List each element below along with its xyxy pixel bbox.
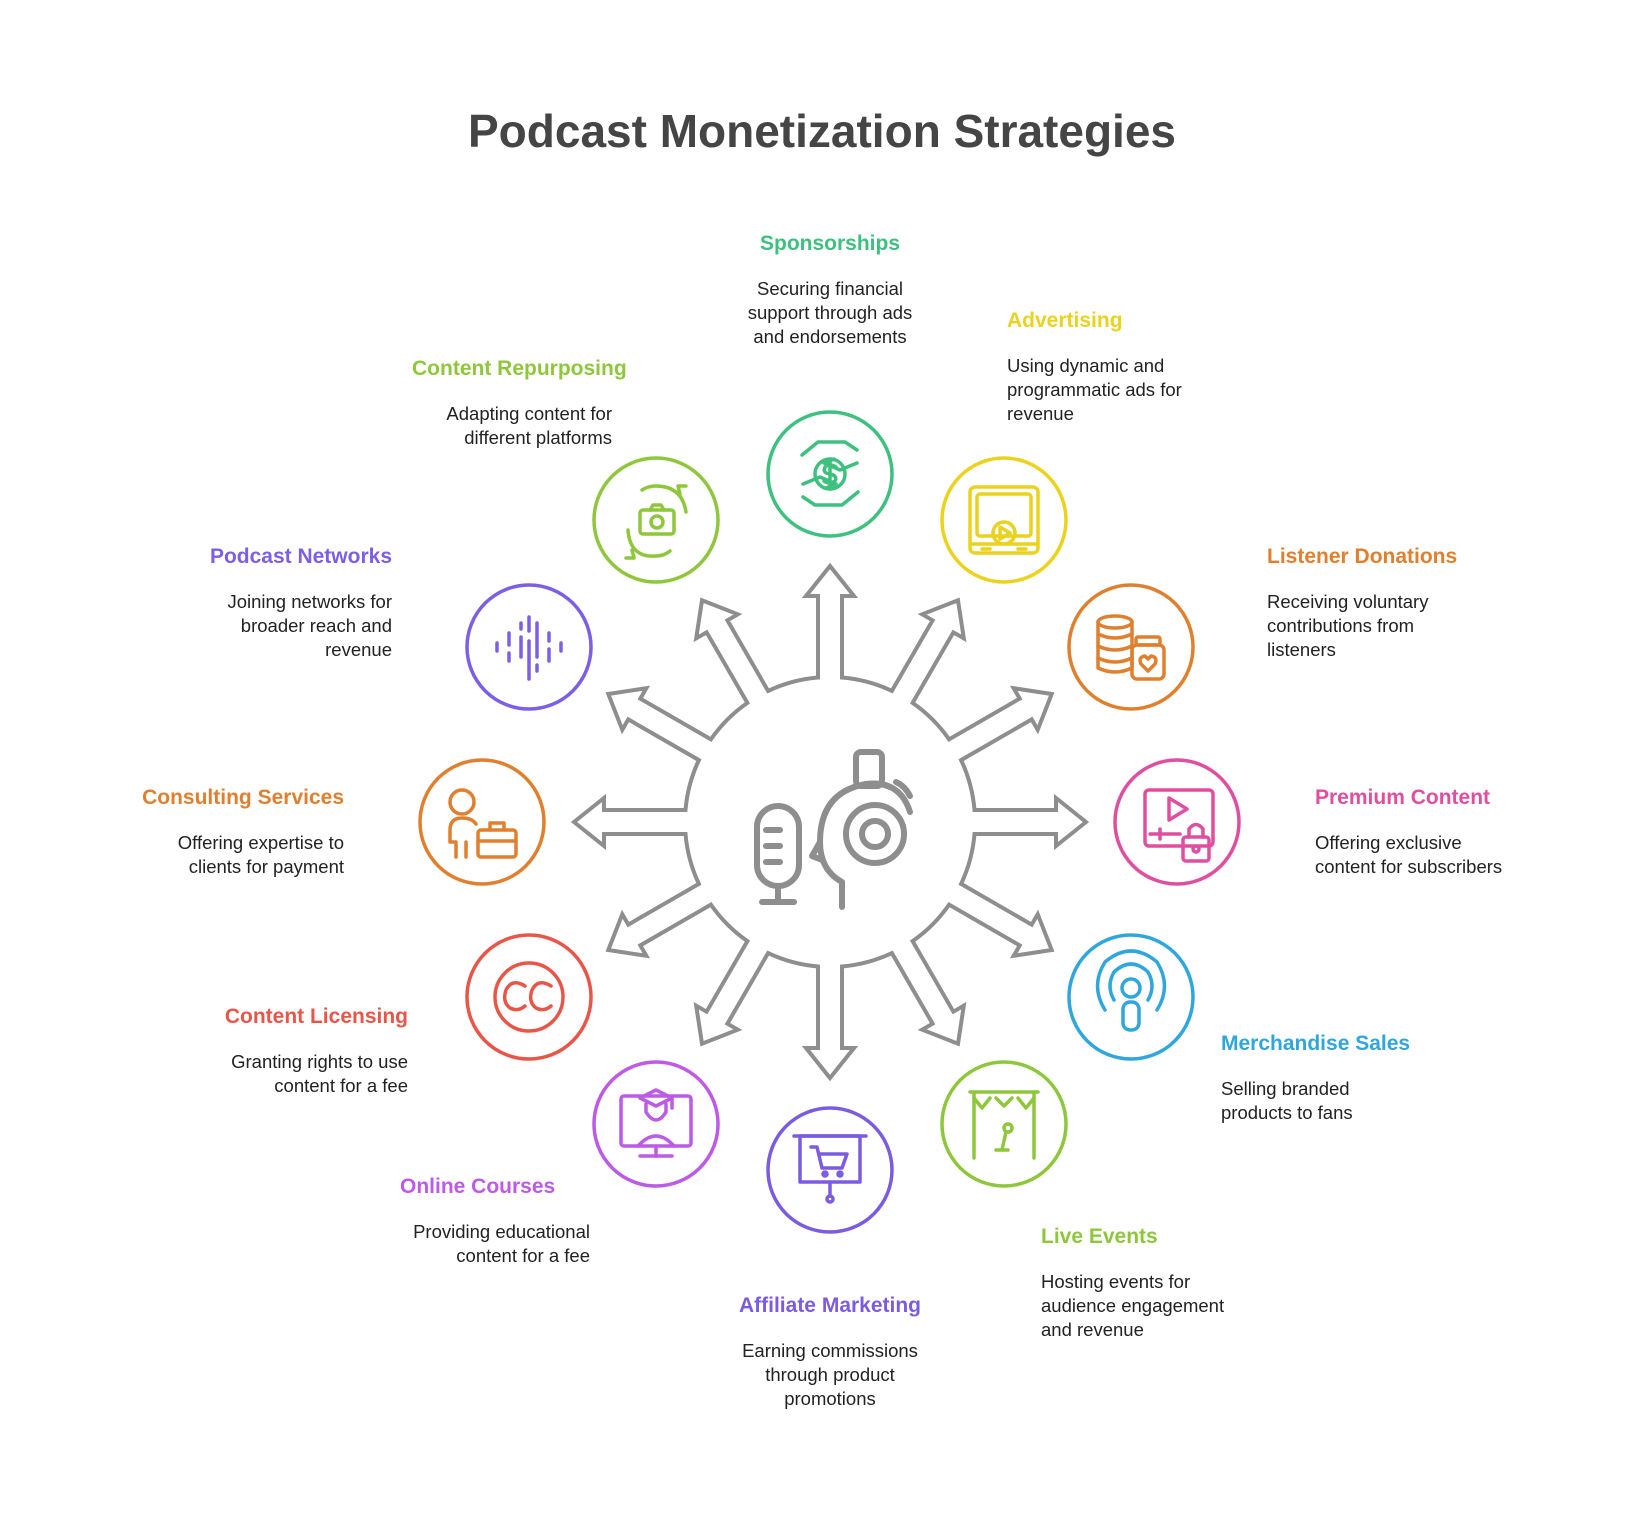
strategy-desc: Joining networks for broader reach and r… [227, 591, 392, 660]
podcast-icon [1095, 949, 1167, 1032]
sponsorships-node[interactable] [766, 410, 894, 538]
page-title: Podcast Monetization Strategies [467, 105, 1176, 157]
live-events-node[interactable] [940, 1060, 1068, 1188]
strategy-desc: Using dynamic and programmatic ads for r… [1007, 355, 1182, 424]
advertising-node[interactable] [940, 456, 1068, 584]
strategy-desc: Adapting content for different platforms [446, 403, 612, 448]
strategy-title: Live Events [1041, 1225, 1158, 1248]
money-hand-icon [800, 440, 860, 507]
strategy-desc: Selling branded products to fans [1221, 1078, 1353, 1123]
listener-donations-node[interactable] [1067, 583, 1195, 711]
strategy-title: Online Courses [400, 1175, 556, 1198]
strategy-desc: Providing educational content for a fee [413, 1221, 590, 1266]
strategy-desc: Hosting events for audience engagement a… [1041, 1271, 1225, 1340]
consulting-services-node[interactable] [418, 758, 546, 886]
label-content-repurposing: Content Repurposing Adapting content for… [412, 356, 672, 450]
cc-icon [493, 961, 565, 1033]
strategy-desc: Granting rights to use content for a fee [231, 1051, 408, 1096]
premium-content-node[interactable] [1113, 758, 1241, 886]
affiliate-marketing-node[interactable] [766, 1106, 894, 1234]
merchandise-sales-node[interactable] [1067, 933, 1195, 1061]
label-online-courses: Online Courses Providing educational con… [330, 1174, 590, 1268]
label-live-events: Live Events Hosting events for audience … [1041, 1224, 1301, 1342]
podcast-networks-node[interactable] [465, 583, 593, 711]
content-repurposing-node[interactable] [592, 456, 720, 584]
strategy-title: Content Licensing [224, 1005, 408, 1028]
label-podcast-networks: Podcast Networks Joining networks for br… [132, 544, 392, 662]
label-content-licensing: Content Licensing Granting rights to use… [148, 1004, 408, 1098]
camera-refresh-icon [624, 484, 688, 560]
strategy-circles [418, 410, 1241, 1234]
strategy-title: Affiliate Marketing [738, 1294, 922, 1317]
cart-board-icon [792, 1134, 868, 1204]
label-listener-donations: Listener Donations Receiving voluntary c… [1267, 544, 1527, 662]
strategy-title: Podcast Networks [209, 545, 392, 568]
strategy-desc: Receiving voluntary contributions from l… [1267, 591, 1429, 660]
hub-ring-arrows [570, 562, 1090, 1082]
video-ad-icon [968, 485, 1040, 555]
stage-icon [968, 1090, 1040, 1160]
label-premium-content: Premium Content Offering exclusive conte… [1315, 785, 1575, 879]
hub [570, 562, 1090, 1082]
coins-jar-icon [1096, 614, 1166, 681]
strategy-desc: Offering expertise to clients for paymen… [177, 832, 344, 877]
strategy-desc: Offering exclusive content for subscribe… [1315, 832, 1503, 877]
content-licensing-node[interactable] [465, 933, 593, 1061]
strategy-title: Premium Content [1315, 786, 1491, 809]
strategy-title: Advertising [1007, 309, 1123, 332]
label-sponsorships: Sponsorships Securing financial support … [680, 231, 980, 349]
label-advertising: Advertising Using dynamic and programmat… [1007, 308, 1257, 426]
graduate-monitor-icon [619, 1088, 693, 1158]
label-affiliate-marketing: Affiliate Marketing Earning commissions … [680, 1293, 980, 1411]
online-courses-node[interactable] [592, 1060, 720, 1188]
strategy-title: Sponsorships [759, 232, 901, 255]
label-consulting-services: Consulting Services Offering expertise t… [84, 785, 344, 879]
locked-video-icon [1143, 788, 1215, 863]
consultant-briefcase-icon [448, 788, 518, 859]
podcast-host-icon [754, 749, 913, 910]
strategy-desc: Securing financial support through ads a… [747, 278, 913, 347]
strategy-title: Consulting Services [142, 786, 344, 809]
strategy-desc: Earning commissions through product prom… [742, 1340, 918, 1409]
strategy-title: Content Repurposing [412, 357, 627, 380]
strategy-title: Merchandise Sales [1221, 1032, 1411, 1055]
strategy-title: Listener Donations [1267, 545, 1458, 568]
label-merchandise-sales: Merchandise Sales Selling branded produc… [1221, 1031, 1481, 1125]
audio-wave-icon [495, 615, 563, 681]
